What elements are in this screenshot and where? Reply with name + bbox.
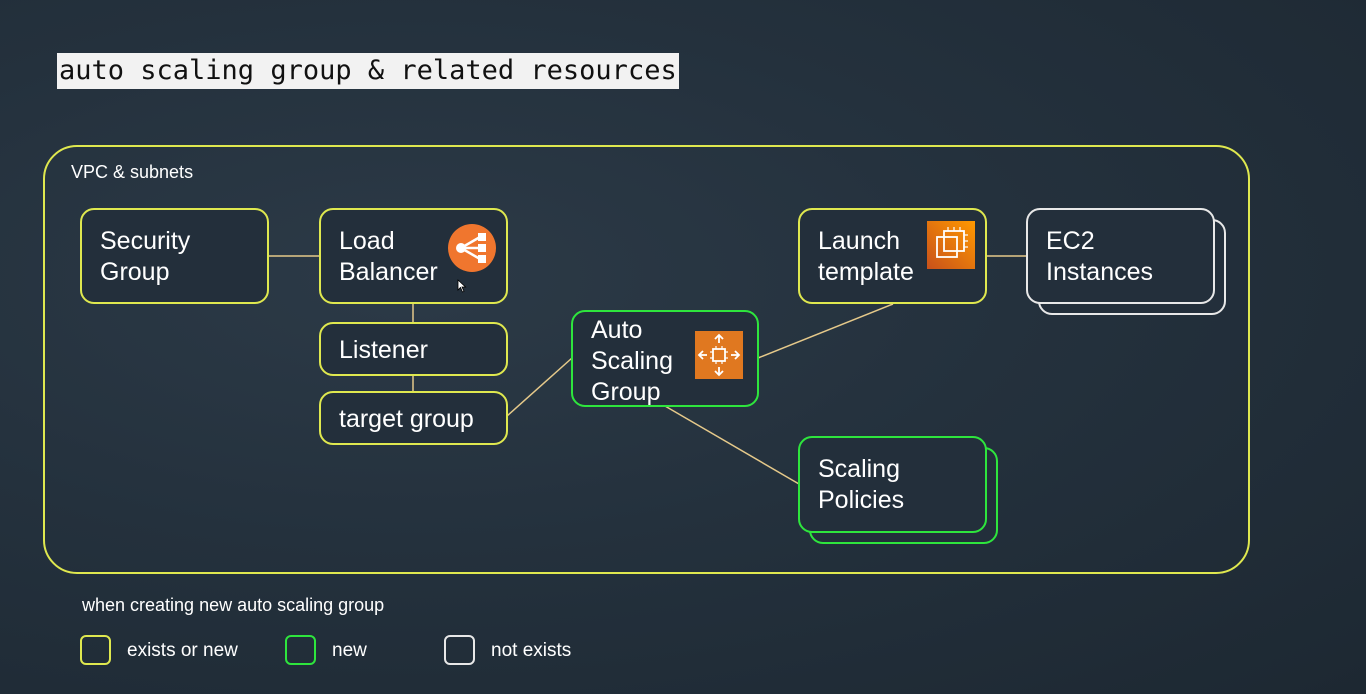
ec2-launch-template-icon [926, 220, 976, 270]
legend-label-not-exists: not exists [491, 640, 572, 661]
connector-tg-asg [506, 357, 573, 417]
elastic-load-balancing-icon [446, 222, 498, 274]
legend-caption: when creating new auto scaling group [82, 595, 385, 615]
listener-box: Listener [319, 322, 508, 376]
launch-template-box: Launch template [798, 208, 987, 304]
ec2-instances-label: EC2 Instances [1046, 227, 1154, 286]
vpc-label: VPC & subnets [71, 162, 194, 182]
target-group-label: target group [339, 405, 474, 433]
security-group-label: Security Group [100, 227, 191, 286]
legend-label-exists-or-new: exists or new [127, 640, 238, 661]
target-group-box: target group [319, 391, 508, 445]
scaling-policies-box: Scaling Policies [798, 436, 987, 533]
ec2-instances-box: EC2 Instances [1026, 208, 1215, 304]
mouse-cursor-icon [457, 279, 467, 298]
listener-label: Listener [339, 336, 428, 364]
launch-template-label: Launch template [818, 227, 914, 286]
legend-swatch-new [285, 635, 316, 665]
auto-scaling-icon [694, 330, 744, 380]
load-balancer-label: Load Balancer [339, 227, 438, 286]
connector-asg-sp [664, 405, 800, 485]
auto-scaling-group-label: Auto Scaling Group [591, 316, 673, 406]
auto-scaling-group-box: Auto Scaling Group [571, 310, 759, 407]
legend-label-new: new [332, 640, 367, 661]
slide-title: auto scaling group & related resources [57, 53, 679, 89]
connector-asg-lt [757, 303, 894, 359]
load-balancer-box: Load Balancer [319, 208, 508, 304]
scaling-policies-label: Scaling Policies [818, 455, 905, 514]
legend-swatch-not-exists [444, 635, 475, 665]
vpc-container [43, 145, 1250, 574]
legend-swatch-exists-or-new [80, 635, 111, 665]
security-group-box: Security Group [80, 208, 269, 304]
